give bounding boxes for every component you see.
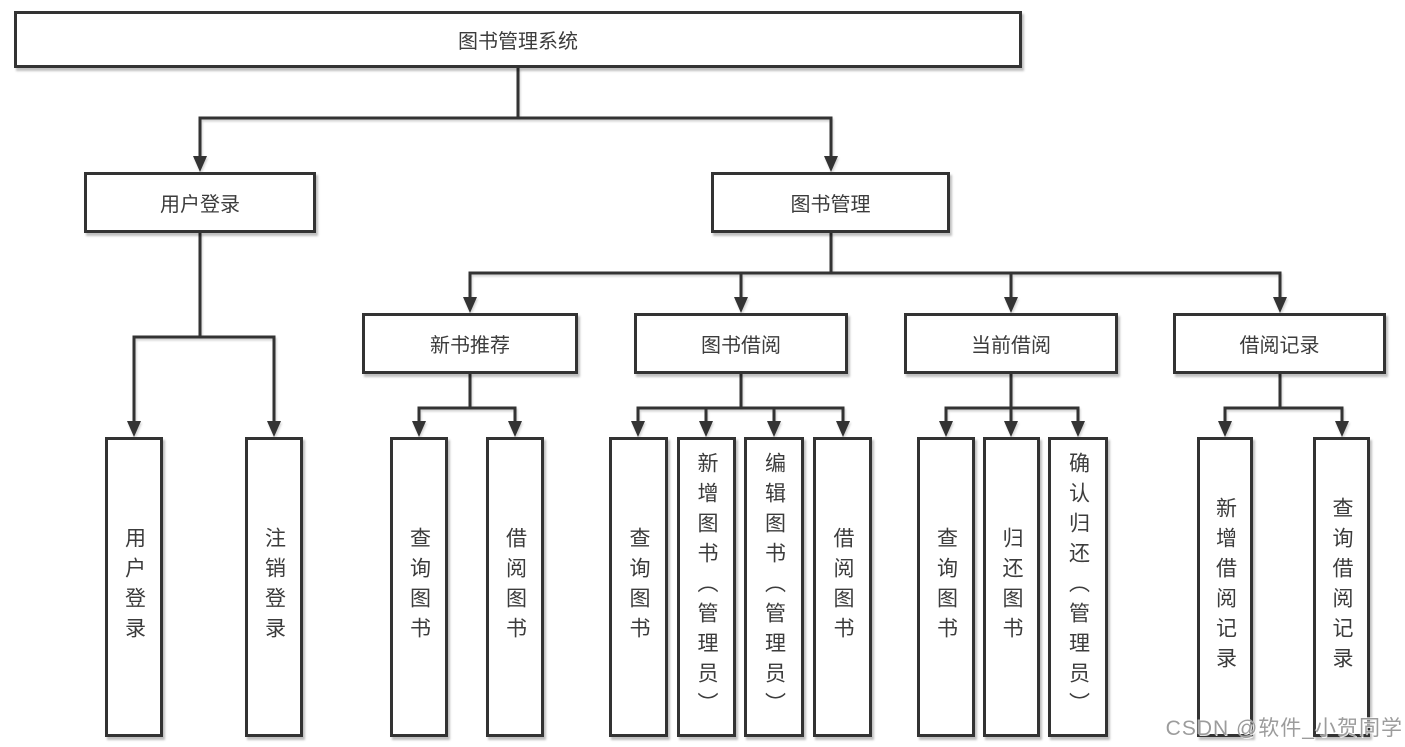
node-root-system: 图书管理系统: [14, 11, 1022, 68]
node-label: 用户登录: [122, 527, 146, 647]
node-leaf-query-books-3: 查询图书: [917, 437, 975, 737]
node-book-management: 图书管理: [711, 172, 950, 233]
node-label: 图书管理系统: [458, 31, 578, 53]
node-leaf-add-borrow-record: 新增借阅记录: [1197, 437, 1253, 737]
node-label: 图书借阅: [701, 335, 781, 357]
arrowheads: [127, 156, 1349, 437]
node-label: 新书推荐: [430, 335, 510, 357]
node-current-borrow: 当前借阅: [904, 313, 1118, 374]
node-label: 当前借阅: [971, 335, 1051, 357]
node-label: 查询借阅记录: [1330, 497, 1353, 677]
node-label: 注销登录: [262, 527, 286, 647]
node-label: 借阅图书: [503, 527, 527, 647]
node-label: 图书管理: [790, 194, 871, 216]
node-leaf-query-borrow-record: 查询借阅记录: [1313, 437, 1370, 737]
node-label: 确认归还（管理员）: [1066, 452, 1090, 722]
node-leaf-borrow-books-1: 借阅图书: [486, 437, 544, 737]
node-label: 新增图书（管理员）: [695, 452, 718, 722]
connector-currentborrow-to-leaves: [944, 374, 1080, 423]
connector-bookmgmt-to-level3: [468, 233, 1282, 299]
node-new-book-recommend: 新书推荐: [362, 313, 578, 374]
node-label: 新增借阅记录: [1213, 497, 1237, 677]
node-leaf-user-login: 用户登录: [105, 437, 163, 737]
node-label: 查询图书: [934, 527, 958, 647]
node-leaf-add-books-admin: 新增图书（管理员）: [677, 437, 736, 737]
node-label: 借阅图书: [831, 527, 854, 647]
node-label: 查询图书: [407, 527, 431, 647]
node-label: 查询图书: [627, 527, 650, 647]
node-user-login: 用户登录: [84, 172, 316, 233]
connector-borrowrecords-to-leaves: [1223, 374, 1344, 423]
node-label: 归还图书: [1000, 527, 1023, 647]
node-leaf-return-books: 归还图书: [983, 437, 1040, 737]
node-label: 借阅记录: [1239, 335, 1320, 357]
node-leaf-edit-books-admin: 编辑图书（管理员）: [744, 437, 804, 737]
node-borrow-records: 借阅记录: [1173, 313, 1386, 374]
connector-userlogin-to-leaves: [132, 233, 276, 423]
connector-bookborrow-to-leaves: [636, 374, 845, 423]
connector-root-to-level2: [198, 68, 833, 158]
node-label: 编辑图书（管理员）: [762, 452, 786, 722]
connector-newbook-to-leaves: [417, 374, 517, 423]
node-leaf-borrow-books-2: 借阅图书: [813, 437, 872, 737]
node-book-borrow: 图书借阅: [634, 313, 848, 374]
node-leaf-query-books-1: 查询图书: [390, 437, 448, 737]
node-label: 用户登录: [160, 194, 240, 216]
node-leaf-query-books-2: 查询图书: [609, 437, 668, 737]
watermark: CSDN @软件_小贺同学: [1165, 717, 1403, 740]
node-leaf-logout: 注销登录: [245, 437, 303, 737]
node-leaf-confirm-return-admin: 确认归还（管理员）: [1048, 437, 1108, 737]
